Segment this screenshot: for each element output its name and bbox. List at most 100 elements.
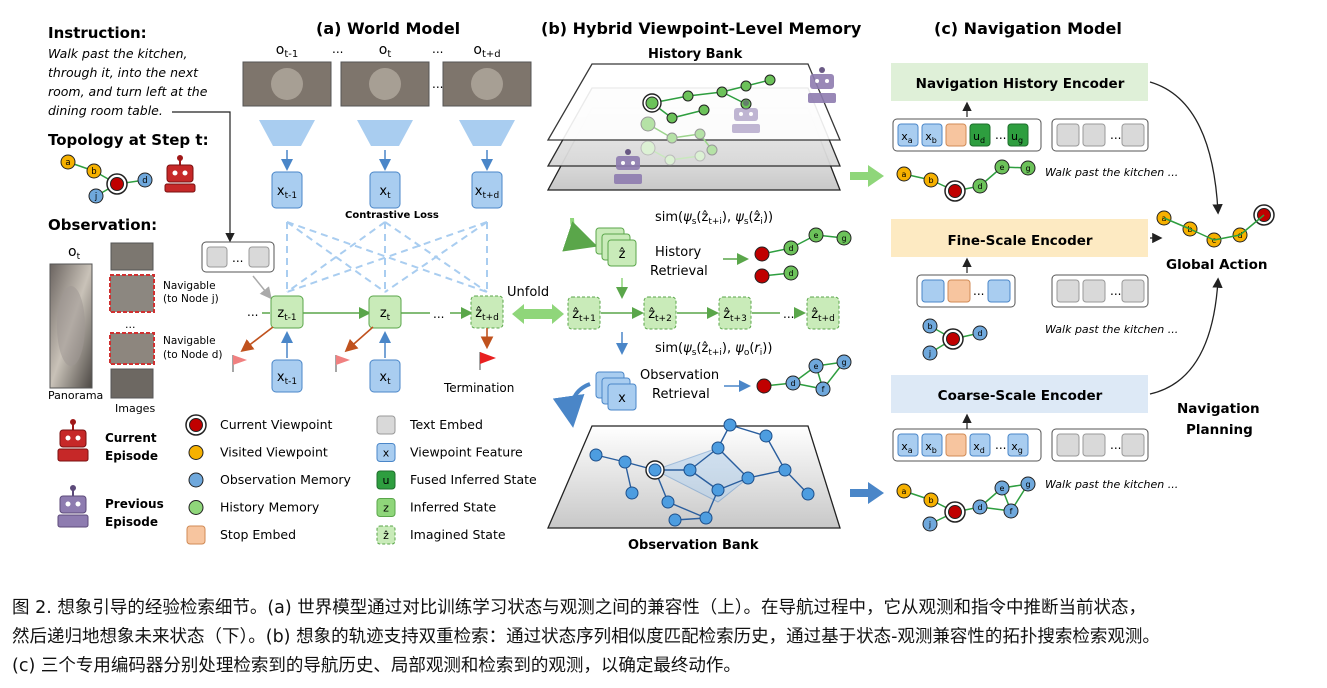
visited-node [60, 154, 76, 170]
viewpoint-feature-box [471, 171, 503, 209]
dots: ... [783, 307, 794, 321]
history-to-nav-arrow [850, 165, 884, 187]
text-embed-row: ... [1051, 428, 1149, 462]
token-label: xg [1011, 440, 1023, 455]
retrieved-history-graph [761, 234, 845, 277]
token-box [921, 433, 943, 457]
instruction-line: room, and turn left at the [48, 84, 208, 99]
history-bank-planes [546, 63, 841, 191]
graph-node: j [922, 345, 938, 361]
node-label: f [822, 385, 825, 394]
node-label: e [814, 362, 819, 371]
retrieved-observation-labels: d e g f [790, 358, 846, 394]
observation-images: ... [109, 242, 155, 399]
node-label: a [65, 158, 70, 168]
retrieved-observation-nodes [756, 354, 852, 397]
legend-label: History Memory [220, 500, 320, 515]
observation-title: Observation: [48, 216, 157, 234]
dots: ... [1110, 128, 1121, 142]
legend-glyph: ẑ [383, 529, 389, 542]
token-label: xd [973, 440, 985, 455]
legend-label: Visited Viewpoint [220, 445, 328, 460]
legend-item: Text Embed [376, 415, 483, 435]
retrieved-history-nodes [754, 227, 852, 284]
node-label: e [1000, 163, 1005, 172]
node-label: f [1010, 507, 1013, 516]
panel-title-world-model: (a) World Model [316, 19, 460, 38]
current-robot-icon [57, 419, 89, 462]
token-box [897, 123, 919, 147]
node-label: d [788, 269, 793, 278]
node-label: g [841, 358, 846, 367]
robot-icon [164, 155, 196, 193]
legend-item: Stop Embed [186, 525, 296, 545]
ot-label: ot [68, 244, 81, 262]
legend-label: Fused Inferred State [410, 472, 537, 487]
legend-label: Text Embed [409, 417, 483, 432]
legend-label: Viewpoint Feature [410, 445, 523, 460]
node-label: g [1025, 480, 1030, 489]
state-label: ot [379, 42, 392, 60]
flag-icons [232, 352, 496, 372]
viewpoint-feature-box [271, 171, 303, 209]
caption-line: (c) 三个专用编码器分别处理检索到的导航历史、局部观测和检索到的观测，以确定最… [12, 656, 741, 676]
observation-bank-label: Observation Bank [628, 538, 759, 553]
node-label: d [977, 329, 982, 338]
token-box [987, 279, 1011, 303]
sim-history: sim(ψs(ẑt+i), ψs(ẑi)) [655, 210, 773, 227]
state-label: ẑt+d [475, 306, 499, 323]
observation-node [88, 188, 104, 204]
token-box [897, 433, 919, 457]
node-label: j [928, 520, 931, 529]
flag-icon [479, 352, 496, 370]
caption-line: 图 2. 想象引导的经验检索细节。(a) 世界模型通过对比训练学习状态与观测之间… [12, 598, 1147, 618]
global-action-label: Global Action [1166, 257, 1268, 273]
graph-node [942, 328, 964, 350]
token-box [921, 123, 943, 147]
encoder-trapezoid [259, 120, 315, 146]
graph-node: a [896, 483, 912, 499]
panel-title-navigation: (c) Navigation Model [934, 19, 1122, 38]
graph-node: b [923, 492, 939, 508]
world-column: ot+dxt+d [442, 42, 532, 209]
state-label: xt-1 [277, 184, 297, 201]
token-label: ud [973, 130, 985, 145]
node-label: b [927, 322, 932, 331]
graph-node: g [1020, 476, 1036, 492]
coarse-encoder-label: Coarse-Scale Encoder [938, 388, 1103, 404]
previous-robot-icon [808, 67, 836, 103]
retrieved-history-labels: d e g d [788, 231, 846, 278]
token-box [945, 123, 967, 147]
navigable-label: (to Node d) [163, 349, 222, 361]
dots: ... [1110, 284, 1121, 298]
node-label: a [902, 170, 907, 179]
token-label: xb [925, 440, 937, 455]
global-action-graph [1163, 214, 1265, 241]
navigable-label: (to Node j) [163, 293, 219, 305]
dots: ... [432, 42, 443, 56]
token-box [947, 279, 971, 303]
dots: ... [332, 42, 343, 56]
node-label: d [977, 182, 982, 191]
navigation-planning-label: Planning [1186, 422, 1253, 438]
history-encoder-label: Navigation History Encoder [916, 76, 1125, 92]
history-encoder-box [891, 63, 1148, 101]
obs-to-nav-arrow [850, 482, 884, 504]
previous-robot-icon [732, 100, 760, 133]
viewpoint-feature-box [271, 359, 303, 393]
instruction-line: through it, into the next [48, 65, 199, 80]
node-label: c [1212, 236, 1216, 245]
viewpoint-feature-box [369, 171, 401, 209]
legend-label: Observation Memory [220, 472, 352, 487]
token-label: xa [901, 440, 913, 455]
figure-caption: 图 2. 想象引导的经验检索细节。(a) 世界模型通过对比训练学习状态与观测之间… [12, 594, 1317, 681]
previous-episode-label: Episode [105, 515, 158, 529]
current-episode-label: Episode [105, 449, 158, 463]
node-label: j [928, 349, 931, 358]
legend-label: Current Viewpoint [220, 417, 333, 432]
